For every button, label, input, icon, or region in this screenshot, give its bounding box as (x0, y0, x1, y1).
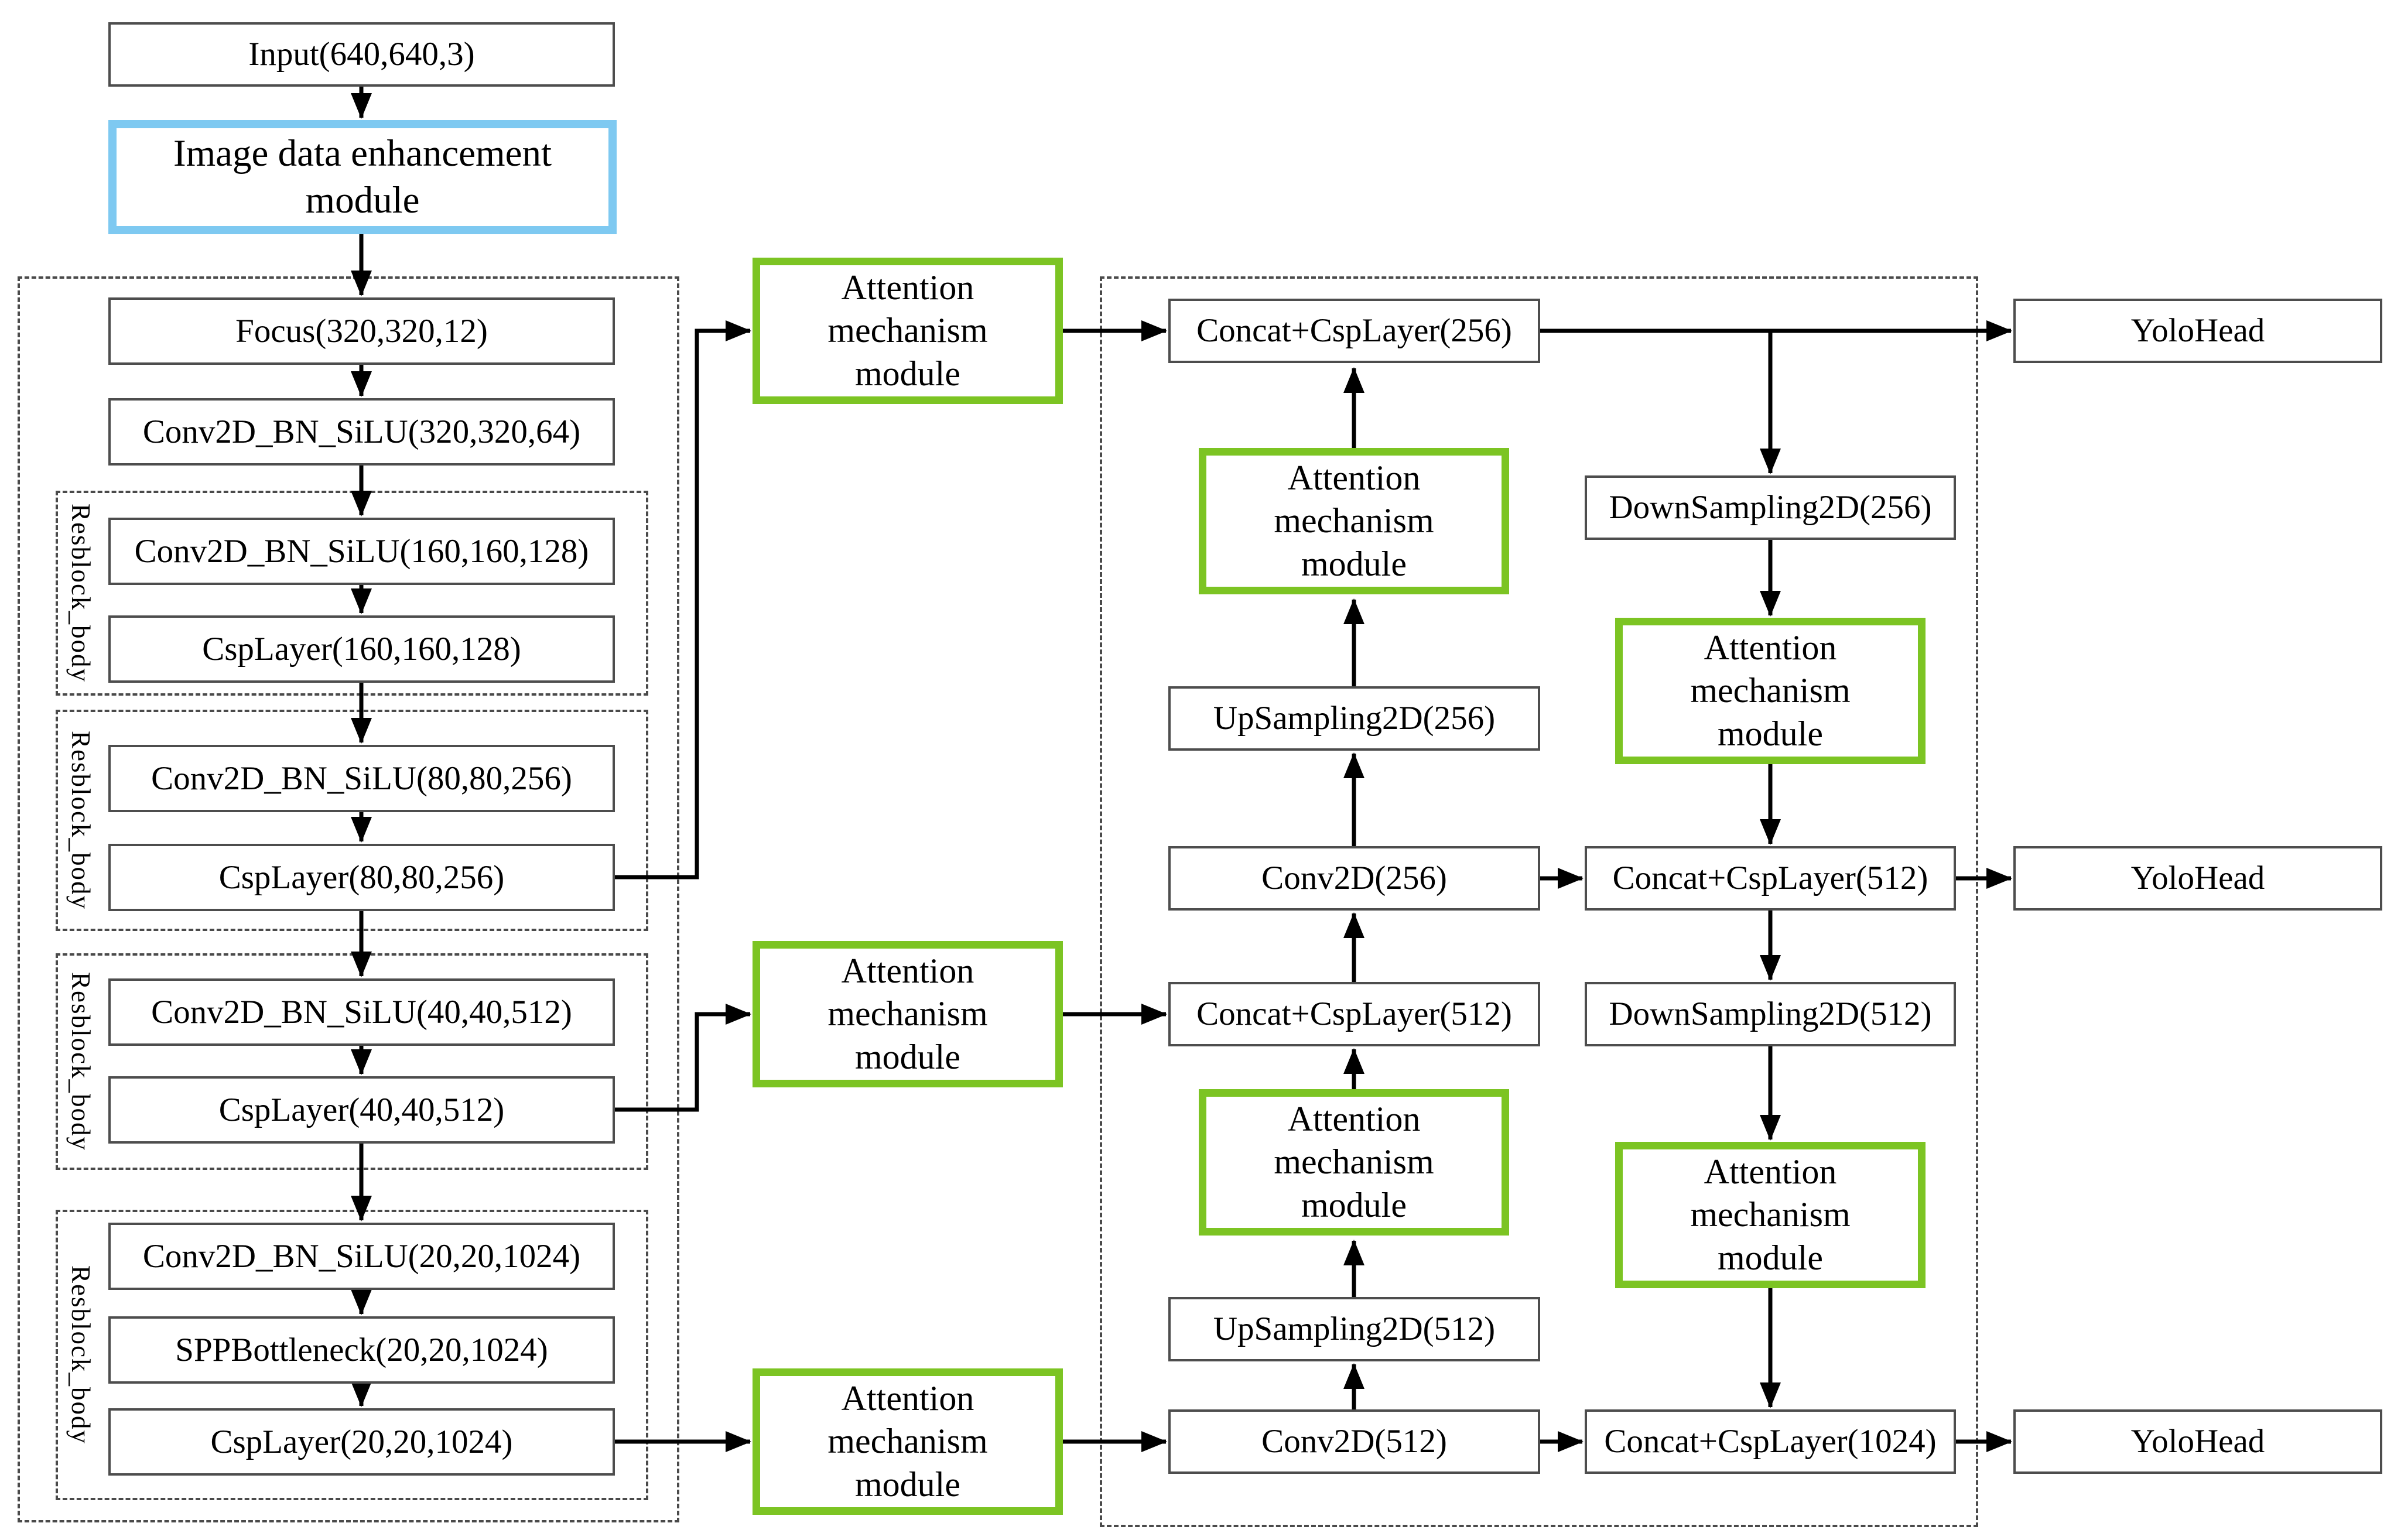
arrow-csp40-to-attention2 (615, 1004, 751, 1112)
node-attention-module-2: Attention mechanism module (753, 941, 1063, 1087)
node-yolohead-2: YoloHead (2013, 846, 2382, 911)
node-attention-module-1: Attention mechanism module (753, 258, 1063, 404)
node-input: Input(640,640,3) (108, 22, 615, 87)
node-attention-module-up-512: Attention mechanism module (1199, 1089, 1509, 1236)
node-csplayer-80: CspLayer(80,80,256) (108, 844, 615, 911)
node-sppbottleneck: SPPBottleneck(20,20,1024) (108, 1316, 615, 1384)
node-upsampling2d-256: UpSampling2D(256) (1168, 686, 1540, 751)
node-attention-module-3: Attention mechanism module (753, 1368, 1063, 1515)
node-attention-module-up-256: Attention mechanism module (1199, 448, 1509, 594)
node-upsampling2d-512: UpSampling2D(512) (1168, 1297, 1540, 1361)
node-yolohead-3: YoloHead (2013, 1409, 2382, 1474)
node-downsampling2d-256: DownSampling2D(256) (1585, 475, 1956, 540)
node-focus: Focus(320,320,12) (108, 297, 615, 365)
node-attention-module-down-256: Attention mechanism module (1615, 618, 1926, 764)
node-conv2d-bn-silu-20: Conv2D_BN_SiLU(20,20,1024) (108, 1223, 615, 1290)
arrow-csp80-to-attention1 (615, 320, 751, 879)
resblock-body-3-label: Resblock_body (66, 972, 95, 1151)
node-conv2d-256: Conv2D(256) (1168, 846, 1540, 911)
resblock-body-2-label: Resblock_body (66, 731, 95, 910)
node-conv2d-bn-silu-160: Conv2D_BN_SiLU(160,160,128) (108, 518, 615, 585)
backbone-group-box (18, 276, 679, 1522)
node-conv2d-bn-silu-320: Conv2D_BN_SiLU(320,320,64) (108, 398, 615, 466)
node-concat-csplayer-256: Concat+CspLayer(256) (1168, 299, 1540, 363)
node-downsampling2d-512: DownSampling2D(512) (1585, 982, 1956, 1046)
node-yolohead-1: YoloHead (2013, 299, 2382, 363)
node-concat-csplayer-512-mid: Concat+CspLayer(512) (1168, 982, 1540, 1046)
node-csplayer-160: CspLayer(160,160,128) (108, 615, 615, 683)
node-conv2d-512: Conv2D(512) (1168, 1409, 1540, 1474)
resblock-body-4-label: Resblock_body (66, 1265, 95, 1445)
resblock-body-1-label: Resblock_body (66, 504, 95, 683)
node-csplayer-40: CspLayer(40,40,512) (108, 1076, 615, 1144)
resblock-body-2-box (56, 710, 648, 931)
node-conv2d-bn-silu-40: Conv2D_BN_SiLU(40,40,512) (108, 978, 615, 1046)
node-conv2d-bn-silu-80: Conv2D_BN_SiLU(80,80,256) (108, 745, 615, 812)
neck-group-box (1100, 276, 1978, 1527)
node-image-data-enhancement: Image data enhancement module (108, 120, 617, 234)
node-concat-csplayer-512-right: Concat+CspLayer(512) (1585, 846, 1956, 911)
node-concat-csplayer-1024: Concat+CspLayer(1024) (1585, 1409, 1956, 1474)
node-attention-module-down-512: Attention mechanism module (1615, 1142, 1926, 1288)
node-csplayer-20: CspLayer(20,20,1024) (108, 1408, 615, 1476)
